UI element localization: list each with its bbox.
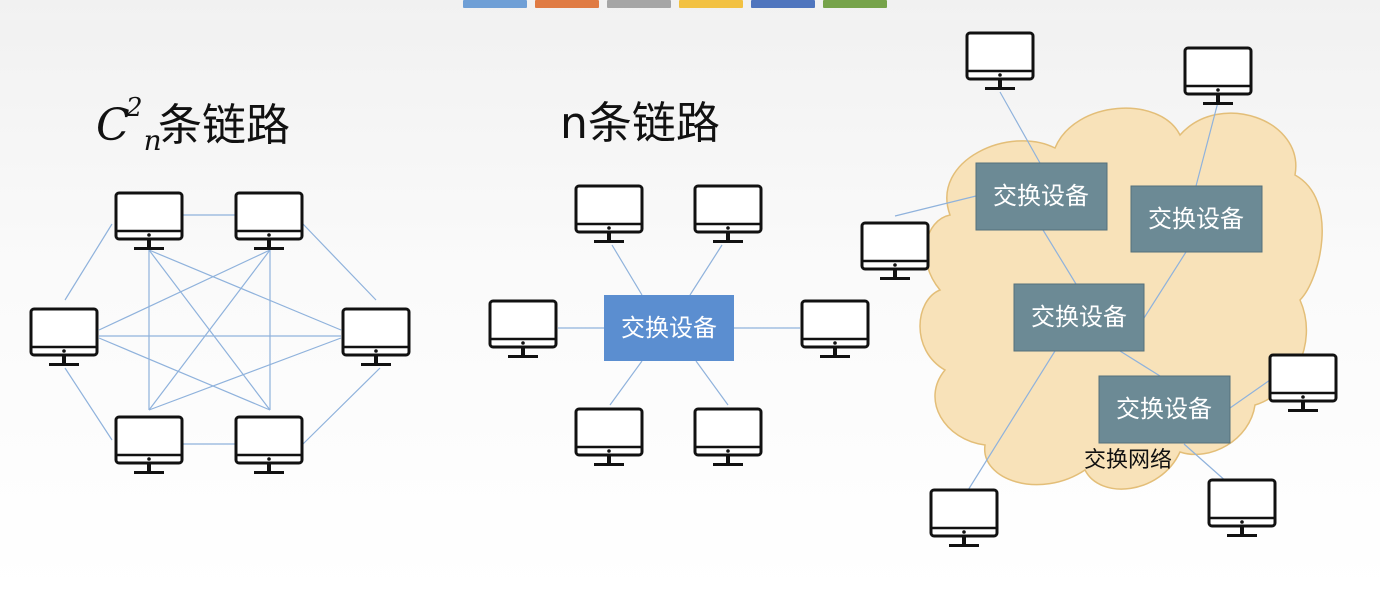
network-links bbox=[894, 91, 1271, 496]
star-title: n条链路 bbox=[560, 98, 720, 149]
mesh-link bbox=[64, 223, 113, 301]
mesh-topology: C n 2 条链路 bbox=[29, 76, 411, 476]
mesh-title: C n 2 条链路 bbox=[96, 76, 290, 161]
star-link bbox=[695, 360, 729, 406]
color-bar-3 bbox=[607, 0, 671, 8]
mesh-title-symbol: C bbox=[96, 100, 130, 151]
star-link bbox=[609, 360, 643, 406]
mesh-link bbox=[302, 223, 377, 301]
star-computer-top-left bbox=[574, 184, 644, 245]
star-switch-label: 交换设备 bbox=[621, 314, 717, 342]
network-switch-label-4: 交换设备 bbox=[1116, 395, 1212, 423]
mesh-computer-left bbox=[29, 307, 99, 368]
star-computer-bottom-left bbox=[574, 407, 644, 468]
mesh-title-text: 条链路 bbox=[158, 100, 290, 151]
network-computer-top-right bbox=[1183, 46, 1253, 107]
mesh-computer-right bbox=[341, 307, 411, 368]
color-bar-5 bbox=[751, 0, 815, 8]
star-computer-right bbox=[800, 299, 870, 360]
network-link bbox=[1183, 443, 1229, 484]
network-link bbox=[1042, 229, 1077, 285]
mesh-link bbox=[64, 367, 113, 441]
network-link bbox=[1119, 350, 1161, 377]
star-links bbox=[558, 244, 800, 406]
color-bar-1 bbox=[463, 0, 527, 8]
star-computer-top-right bbox=[693, 184, 763, 245]
star-link bbox=[611, 244, 643, 296]
network-link bbox=[1229, 379, 1271, 409]
switching-network: 交换设备 交换设备 交换设备 交换设备 交换网络 bbox=[860, 31, 1338, 549]
mesh-link bbox=[148, 249, 342, 331]
mesh-link bbox=[148, 249, 271, 411]
network-computer-top bbox=[965, 31, 1035, 92]
network-switch-box-1 bbox=[975, 162, 1108, 231]
color-bar-6 bbox=[823, 0, 887, 8]
mesh-link bbox=[98, 249, 271, 331]
network-switch-label-2: 交换设备 bbox=[1148, 205, 1244, 233]
mesh-link bbox=[302, 367, 381, 445]
cloud-label: 交换网络 bbox=[1084, 448, 1172, 473]
mesh-links bbox=[64, 214, 381, 445]
mesh-link bbox=[98, 337, 271, 411]
color-bar-4 bbox=[679, 0, 743, 8]
network-computer-right bbox=[1268, 353, 1338, 414]
network-link bbox=[999, 91, 1041, 164]
mesh-title-sub: n bbox=[144, 124, 162, 157]
star-link bbox=[689, 244, 723, 296]
header-color-bars bbox=[463, 0, 887, 8]
network-link bbox=[1195, 101, 1219, 187]
mesh-computer-top-right bbox=[234, 191, 304, 252]
network-switch-box-2 bbox=[1130, 185, 1263, 253]
network-link bbox=[894, 195, 977, 217]
mesh-computer-bottom-left bbox=[114, 415, 184, 476]
mesh-title-sup: 2 bbox=[125, 93, 143, 123]
star-switch-box bbox=[604, 295, 734, 361]
network-computer-bottom-right bbox=[1207, 478, 1277, 539]
mesh-computer-top-left bbox=[114, 191, 184, 252]
star-computer-bottom-right bbox=[693, 407, 763, 468]
network-link bbox=[1143, 251, 1187, 319]
star-computer-left bbox=[488, 299, 558, 360]
mesh-link bbox=[148, 337, 342, 411]
network-switch-box-4 bbox=[1098, 375, 1231, 444]
mesh-computer-bottom-right bbox=[234, 415, 304, 476]
network-switch-label-1: 交换设备 bbox=[993, 182, 1089, 210]
network-link bbox=[964, 350, 1056, 496]
network-switch-label-3: 交换设备 bbox=[1031, 303, 1127, 331]
network-switch-box-3 bbox=[1013, 283, 1145, 352]
network-computer-left bbox=[860, 221, 930, 282]
color-bar-2 bbox=[535, 0, 599, 8]
star-topology: n条链路 交换设备 bbox=[488, 98, 870, 468]
network-computer-bottom-left bbox=[929, 488, 999, 549]
